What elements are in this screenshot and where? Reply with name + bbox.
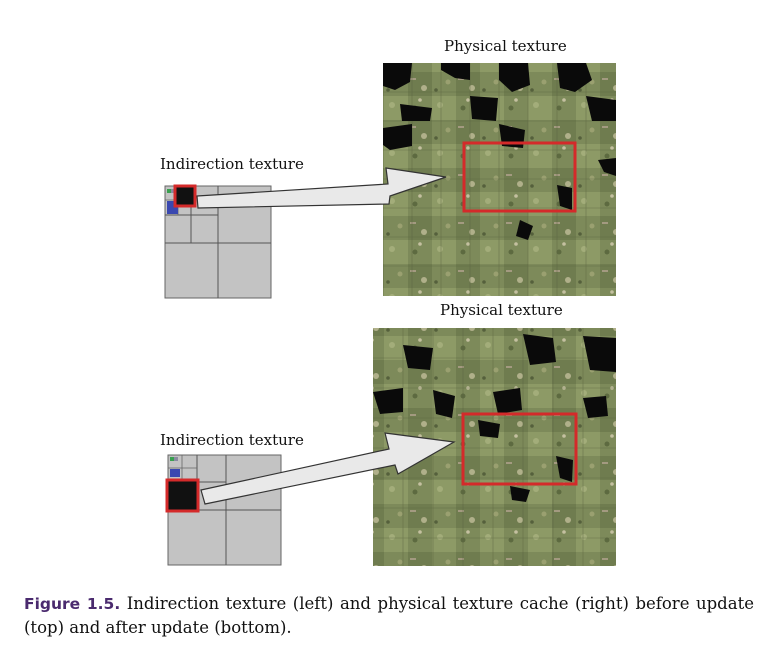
arrow-top (196, 167, 447, 209)
arrow-bottom (200, 432, 456, 505)
indirection-texture-label-top: Indirection texture (160, 155, 304, 173)
indirection-highlight-top (173, 184, 197, 208)
figure-caption-label: Figure 1.5. (24, 595, 121, 613)
indirection-highlight-bottom (165, 478, 200, 513)
figure-caption-text: Indirection texture (left) and physical … (24, 594, 754, 637)
physical-texture-top (383, 63, 616, 296)
figure-caption: Figure 1.5. Indirection texture (left) a… (24, 592, 754, 639)
indirection-texture-label-bottom: Indirection texture (160, 431, 304, 449)
physical-texture-label-top: Physical texture (444, 37, 567, 55)
physical-highlight-bottom (461, 412, 578, 486)
physical-highlight-top (462, 141, 577, 213)
physical-texture-label-bottom: Physical texture (440, 301, 563, 319)
